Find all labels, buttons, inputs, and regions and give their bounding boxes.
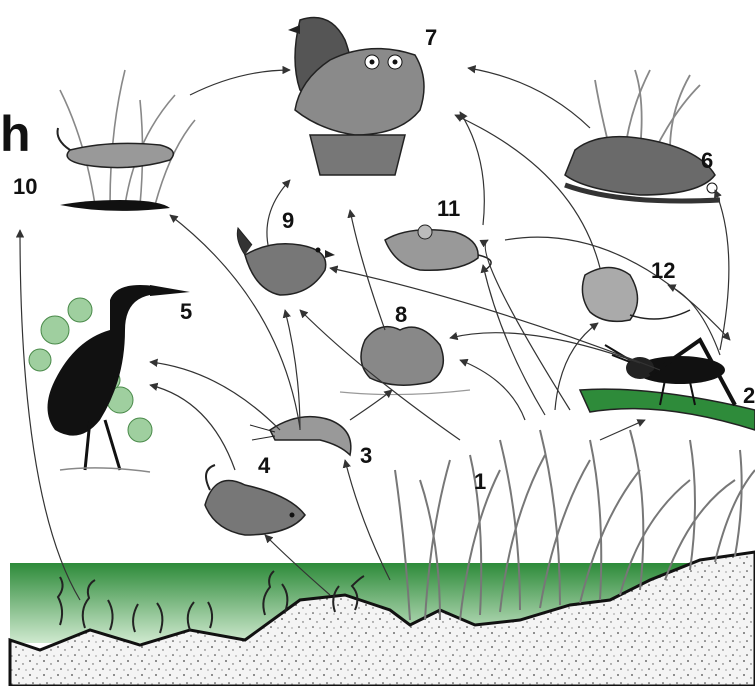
label-11: 11 bbox=[437, 196, 460, 222]
wren-icon bbox=[237, 228, 335, 295]
arrow bbox=[150, 385, 235, 470]
arrow bbox=[285, 310, 300, 430]
fish-icon bbox=[205, 465, 305, 535]
label-4: 4 bbox=[258, 453, 270, 479]
marsh-bird-icon bbox=[58, 128, 174, 211]
label-3: 3 bbox=[360, 443, 372, 469]
label-10: 10 bbox=[13, 174, 37, 200]
frog-icon bbox=[565, 137, 720, 201]
arrow bbox=[150, 362, 280, 430]
marsh-grass-icon bbox=[60, 70, 195, 205]
mouse-icon bbox=[385, 225, 491, 270]
arrow bbox=[350, 210, 385, 330]
arrow bbox=[483, 265, 545, 415]
label-5: 5 bbox=[180, 299, 192, 325]
arrow bbox=[190, 70, 290, 95]
label-1: 1 bbox=[474, 469, 486, 495]
label-9: 9 bbox=[282, 208, 294, 234]
duck-icon bbox=[340, 327, 470, 395]
label-2: 2 bbox=[743, 383, 755, 409]
label-7: 7 bbox=[425, 25, 437, 51]
label-6: 6 bbox=[701, 148, 713, 174]
arrow bbox=[345, 460, 390, 580]
label-8: 8 bbox=[395, 302, 407, 328]
arrow bbox=[460, 112, 484, 225]
label-12: 12 bbox=[651, 258, 675, 284]
header-fragment: h bbox=[0, 105, 31, 163]
arrow bbox=[600, 420, 645, 440]
arrow bbox=[468, 68, 590, 128]
